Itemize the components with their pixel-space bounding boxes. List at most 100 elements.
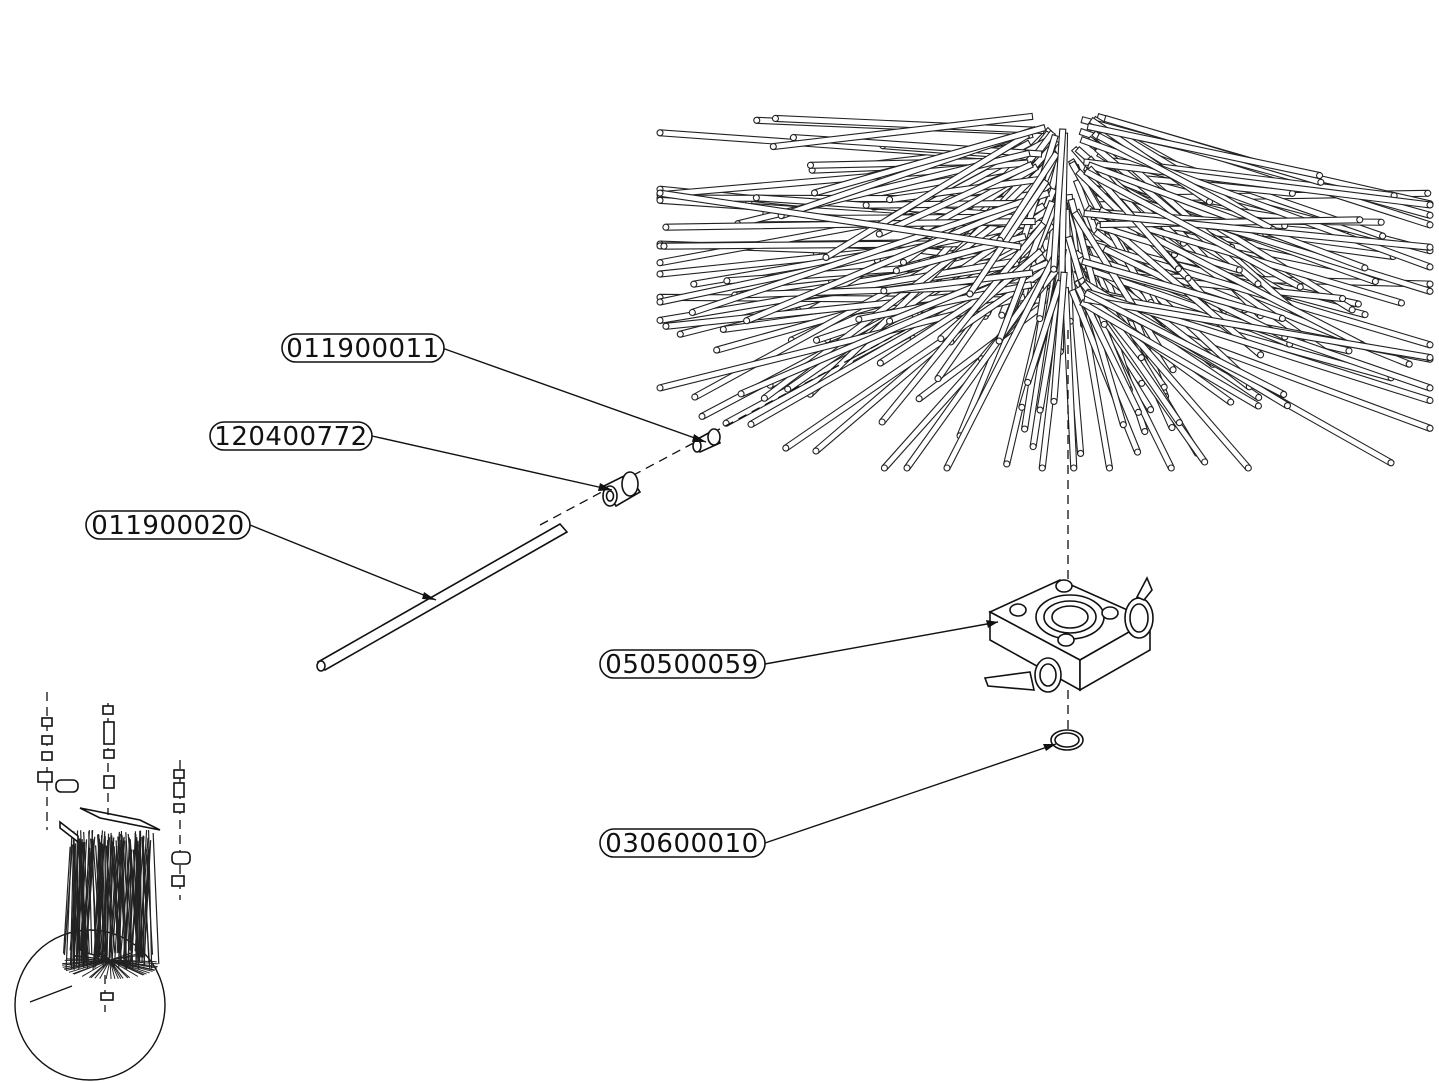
thumbnail-brush <box>61 829 160 980</box>
bristle-tip <box>698 412 706 420</box>
brush-head-bristles <box>656 112 1434 472</box>
assembly-overview-thumbnail <box>14 692 191 1081</box>
bristle-tip <box>737 390 745 398</box>
thumbnail-bristle <box>109 959 119 979</box>
thumbnail-bristle <box>92 838 103 964</box>
callout-120400772: 120400772 <box>209 421 373 452</box>
bristle-tip <box>1134 448 1142 456</box>
bristle-tip <box>1426 384 1434 392</box>
bristle-tip <box>789 134 797 142</box>
bristle-tip <box>1021 425 1029 433</box>
thumbnail-bristle <box>124 840 130 966</box>
leader-line-c3 <box>249 524 437 601</box>
bristle-tip <box>1317 178 1325 186</box>
thumbnail-bristle <box>109 959 155 971</box>
bristle-tip <box>656 298 664 306</box>
callout-030600010: 030600010 <box>599 828 766 859</box>
bristle-tip <box>1050 265 1058 273</box>
bristle-tip <box>1105 464 1114 472</box>
bristle-tip <box>1036 406 1044 414</box>
leader-arrow-c5 <box>1043 744 1056 751</box>
bristle-tip <box>822 253 830 262</box>
bristle-tip <box>753 116 761 124</box>
bristle-tip <box>875 230 883 238</box>
thumbnail-bristle <box>66 958 111 961</box>
leader-arrow-c1 <box>692 434 706 442</box>
detail-circle <box>14 929 166 1081</box>
thumbnail-bristle <box>85 836 96 957</box>
bristle-tip <box>1426 201 1434 209</box>
thumbnail-bristle <box>73 959 111 975</box>
bristle-tip <box>810 189 819 197</box>
callout-050500059: 050500059 <box>599 649 766 680</box>
bristle-tip <box>1426 243 1434 251</box>
bristle-tip <box>1018 403 1026 411</box>
leader-line-c4 <box>764 621 999 665</box>
bristle-tip <box>1283 402 1292 410</box>
bristle-tip <box>1426 221 1434 229</box>
callout-label-050500059: 050500059 <box>605 650 758 680</box>
o-ring-part <box>1050 729 1084 751</box>
bristle-tip <box>1201 458 1209 466</box>
bristle-tip <box>743 317 751 325</box>
bristle-tip <box>656 196 664 204</box>
bristle-tip <box>878 418 886 426</box>
bristle-tip <box>966 290 974 298</box>
bristle-tip <box>937 335 945 343</box>
bristle-tip <box>1036 315 1044 323</box>
bristle-tip <box>1227 398 1235 406</box>
bristle-tip <box>713 346 721 354</box>
bristle-tip <box>691 393 699 401</box>
thumbnail-bristle <box>109 959 158 968</box>
bristle-tip <box>1296 283 1304 291</box>
bristle-tip <box>1175 419 1183 427</box>
bristle-tip <box>1254 280 1262 288</box>
bristle-tip <box>886 196 894 204</box>
bristle-tip <box>1257 351 1265 359</box>
bristle-tip <box>812 336 821 344</box>
thumbnail-bristle <box>62 846 71 954</box>
bristle-tip <box>1426 287 1434 295</box>
bristle-tip <box>1371 277 1379 286</box>
thumbnail-bristle <box>121 835 128 966</box>
thumbnail-bristle <box>99 959 111 979</box>
bristle-tip <box>1235 266 1243 274</box>
thumbnail-bristle <box>109 959 112 980</box>
bristle-tip <box>784 385 792 393</box>
bristle-tip <box>1137 354 1145 362</box>
bristle-tip <box>1426 211 1434 219</box>
bristle-tip <box>656 270 664 278</box>
bristle-tip <box>1141 427 1149 436</box>
bristle-tip <box>1280 390 1288 398</box>
bristle-tip <box>690 280 698 288</box>
bristle-tip <box>899 258 908 266</box>
bristle-tip <box>1339 295 1347 303</box>
bristle-tip <box>760 394 768 402</box>
bristle-tip <box>1070 464 1078 472</box>
bristle-tip <box>995 337 1003 345</box>
bristle-tip <box>934 375 942 383</box>
thumbnail-bristle <box>98 951 111 961</box>
bristle-tip <box>1003 460 1011 468</box>
bristle-tip <box>1316 171 1324 180</box>
thumbnail-bristle <box>95 845 104 968</box>
bristle-tip <box>656 259 664 267</box>
leader-line-c2 <box>371 435 613 491</box>
thumbnail-bristle <box>61 959 111 966</box>
bristle-tip <box>1405 360 1413 368</box>
thumbnail-bristle <box>80 847 91 964</box>
thumbnail-bristle <box>128 837 139 956</box>
bristle-tip <box>1168 424 1176 432</box>
thumbnail-bristle <box>138 830 141 957</box>
thumbnail-bristle <box>94 959 111 979</box>
bristle-tip <box>1169 366 1177 374</box>
thumbnail-bristle <box>101 848 104 953</box>
thumbnail-bristle <box>90 838 99 961</box>
bristle-tip <box>915 395 923 403</box>
bristle-tip <box>1397 299 1405 307</box>
thumbnail-bristle <box>64 959 111 970</box>
thumbnail-bristle <box>109 959 139 977</box>
leader-arrow-c2 <box>598 483 612 491</box>
bristle-tip <box>892 267 900 275</box>
